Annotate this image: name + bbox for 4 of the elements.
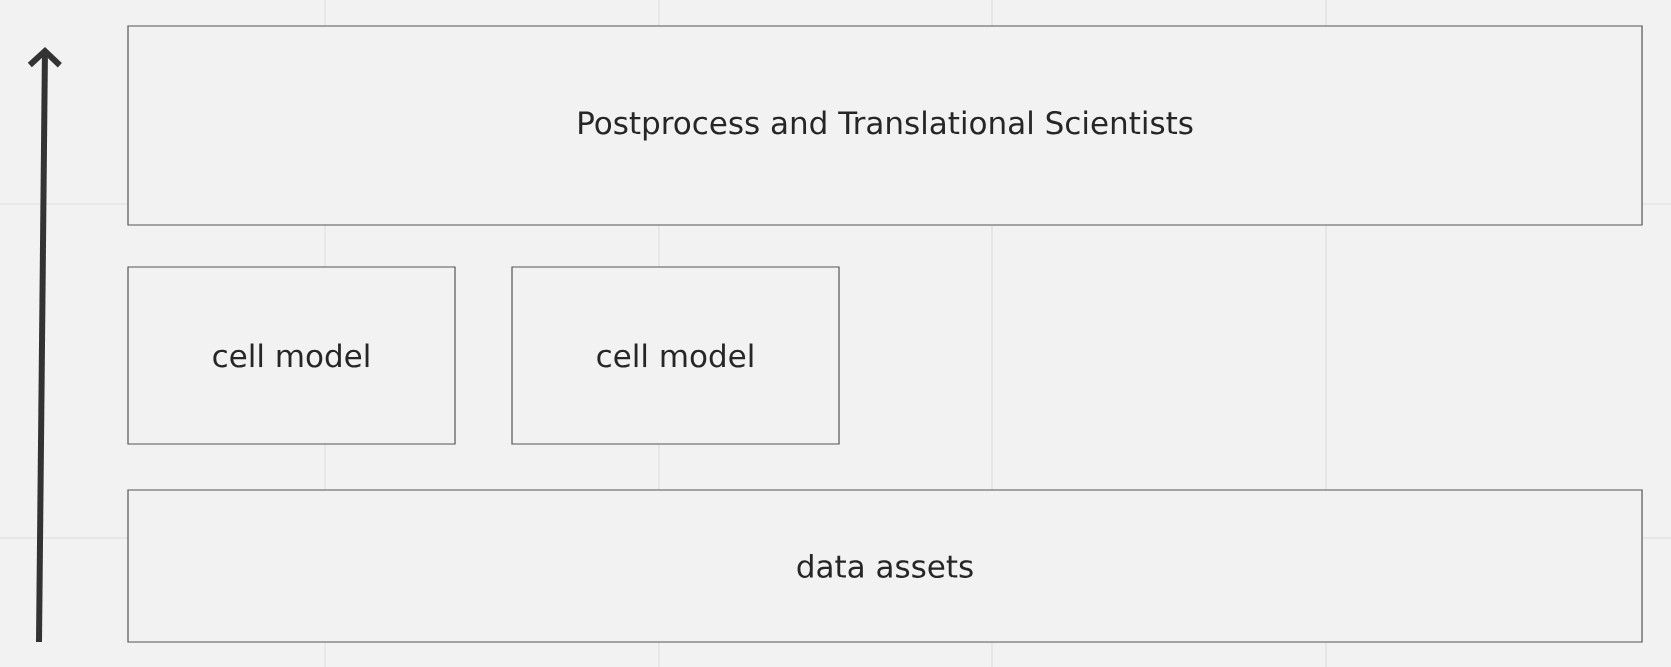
model-box: cell model [511, 266, 840, 445]
layer-box: Postprocess and Translational Scientists [127, 25, 1643, 226]
layer-box: data assets [127, 489, 1643, 643]
model-box: cell model [127, 266, 456, 445]
